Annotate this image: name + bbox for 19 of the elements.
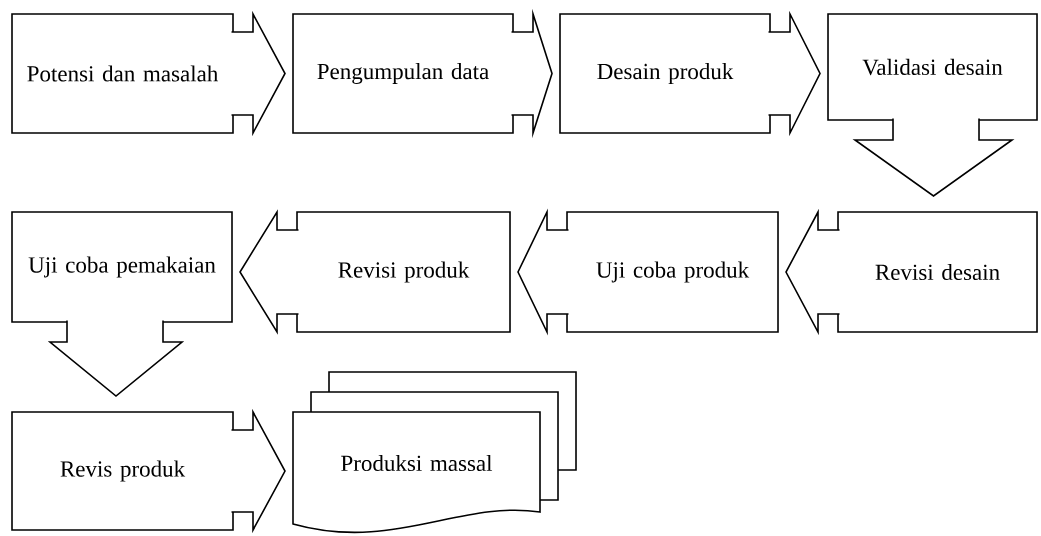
block-arrow <box>230 408 286 534</box>
process-box: Revis produk <box>11 411 234 531</box>
block-arrow <box>852 117 1015 197</box>
block-arrow <box>785 208 841 336</box>
process-box: Validasi desain <box>827 13 1038 121</box>
block-arrow <box>767 10 821 137</box>
process-box: Revisi desain <box>837 211 1038 333</box>
block-arrow <box>239 209 300 335</box>
block-arrow <box>510 8 553 139</box>
process-box: Uji coba pemakaian <box>11 211 233 323</box>
process-box: Desain produk <box>559 13 771 134</box>
process-box: Uji coba produk <box>566 211 779 333</box>
process-box: Revisi produk <box>296 211 511 333</box>
process-box: Potensi dan masalah <box>11 13 234 134</box>
document-stack: Produksi massal <box>292 371 577 534</box>
block-arrow <box>230 10 286 137</box>
block-arrow <box>47 319 185 398</box>
process-box: Pengumpulan data <box>292 13 514 134</box>
block-arrow <box>517 208 570 336</box>
